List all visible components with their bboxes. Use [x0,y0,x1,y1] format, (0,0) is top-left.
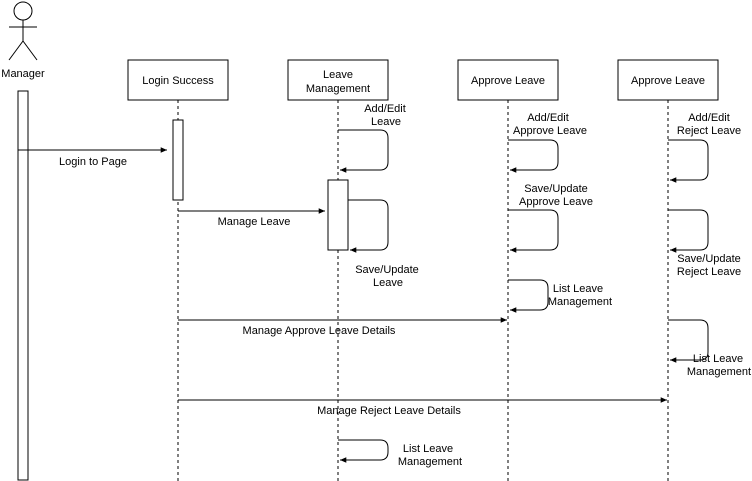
self-call-approve-save-update [508,209,559,253]
self-call-label: Leave [373,277,403,289]
self-call-leave-add-edit [338,129,389,173]
self-call-label: Management [398,456,462,468]
participant-leave-management [287,59,389,101]
message-label-manage-approve: Manage Approve Leave Details [243,325,396,337]
message-label-login: Login to Page [59,156,127,168]
self-call-label: Approve Leave [519,196,593,208]
self-call-label: Reject Leave [677,266,741,278]
self-call-label: List Leave [553,283,603,295]
participant-label-login: Login Success [142,75,214,87]
self-call-reject-add-edit [668,139,709,183]
actor-label: Manager [1,68,45,80]
self-call-reject-save-update [668,209,709,253]
participant-reject-leave [617,59,719,101]
self-call-label: Save/Update [677,253,741,265]
self-call-label: Management [548,296,612,308]
manager-activation-bar [17,90,29,481]
participant-label-leave-1: Leave [323,69,353,81]
self-call-label: Add/Edit [364,103,406,115]
self-call-leave-save-update [348,199,389,253]
manager-actor [8,1,38,61]
participant-login-success [127,59,229,101]
self-call-label: Save/Update [355,264,419,276]
self-call-leave-list [338,439,389,463]
self-call-label: Management [687,366,751,378]
participant-label-leave-2: Management [306,83,370,95]
self-call-label: Add/Edit [527,112,569,124]
self-call-label: Add/Edit [688,112,730,124]
self-call-label: Reject Leave [677,125,741,137]
self-call-approve-list [508,279,549,313]
self-call-approve-add-edit [508,139,559,173]
self-call-label: Approve Leave [513,125,587,137]
self-call-label: List Leave [693,353,743,365]
login-activation-bar [172,119,184,201]
participant-approve-leave [457,59,559,101]
message-label-manage-reject: Manage Reject Leave Details [317,405,461,417]
self-call-label: Leave [371,116,401,128]
self-call-label: List Leave [403,443,453,455]
self-call-reject-list [668,319,709,363]
message-label-manage-leave: Manage Leave [218,216,291,228]
participant-label-reject: Approve Leave [631,75,705,87]
self-call-label: Save/Update [524,183,588,195]
participant-label-approve: Approve Leave [471,75,545,87]
leave-activation-bar [327,179,349,251]
